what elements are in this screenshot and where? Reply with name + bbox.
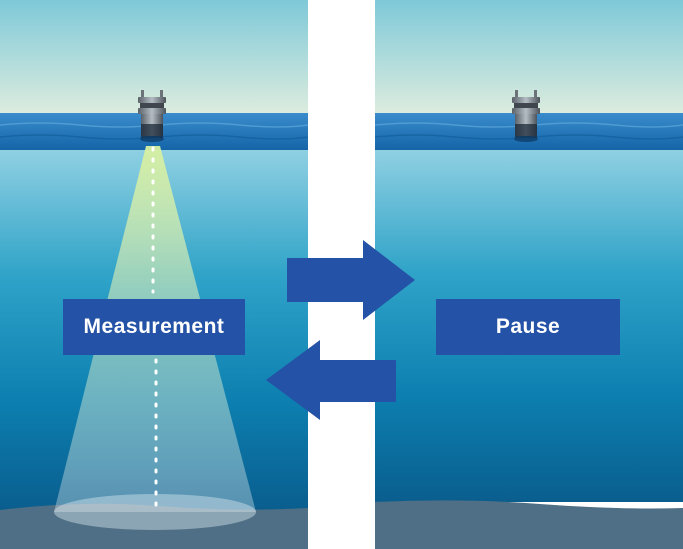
pause-label: Pause (436, 299, 620, 355)
measurement-panel (0, 0, 309, 549)
arrow-left-icon (266, 340, 396, 420)
measurement-label: Measurement (63, 299, 245, 355)
pause-panel (374, 0, 683, 549)
arrow-right-icon (287, 240, 415, 320)
sensor-buoy-icon (138, 90, 166, 142)
sensor-buoy-icon (512, 90, 540, 142)
